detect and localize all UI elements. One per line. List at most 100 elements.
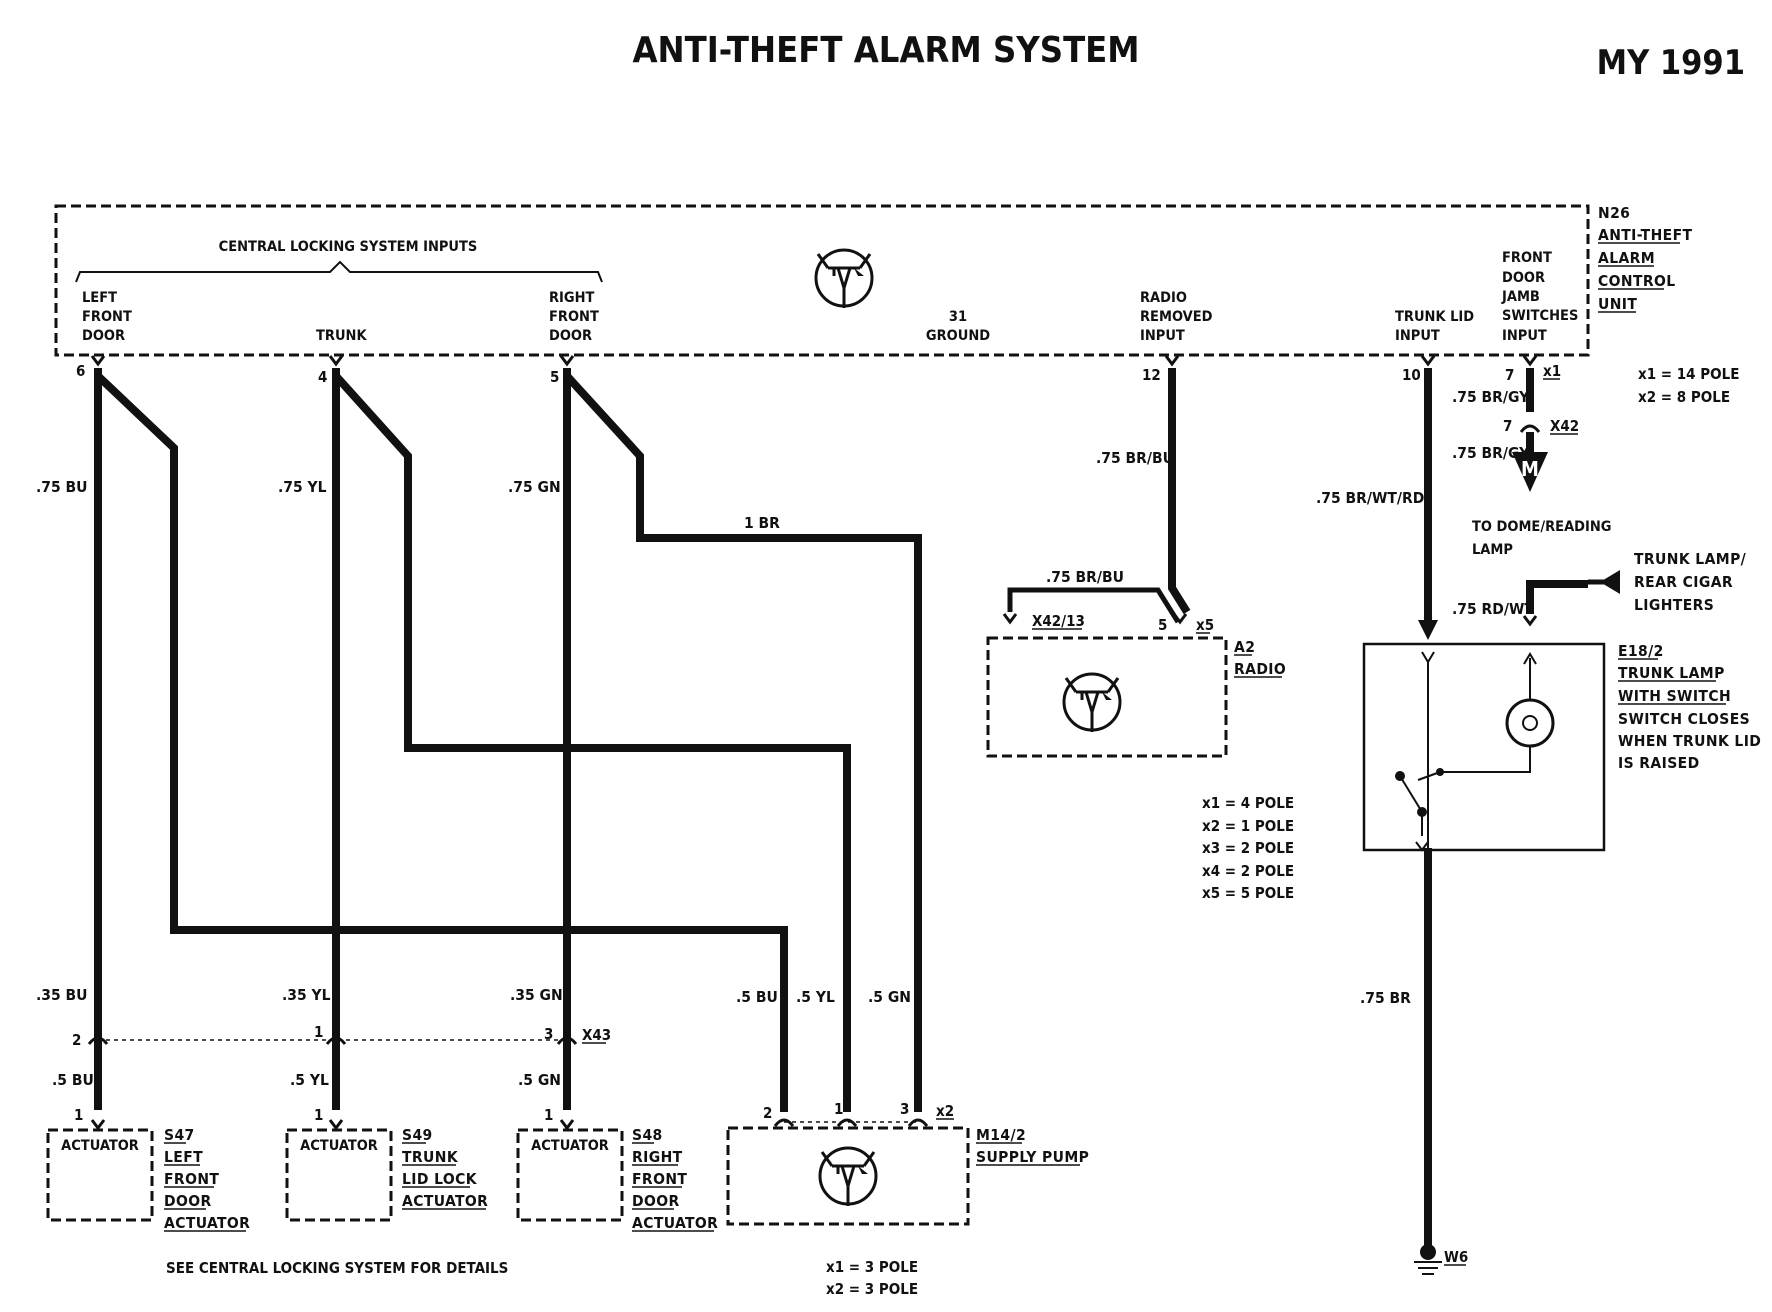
svg-text:UNIT: UNIT <box>1598 295 1637 313</box>
svg-text:REAR CIGAR: REAR CIGAR <box>1634 573 1733 591</box>
svg-text:.75 BR/GY: .75 BR/GY <box>1452 444 1530 462</box>
svg-text:x5: x5 <box>1196 616 1214 634</box>
svg-text:RADIO: RADIO <box>1234 660 1286 678</box>
control-unit-box <box>54 204 1590 357</box>
x42-connector: 7 X42 <box>1503 417 1579 435</box>
svg-text:.75 GN: .75 GN <box>508 478 561 496</box>
svg-text:DOOR: DOOR <box>82 328 125 344</box>
svg-text:10: 10 <box>1402 366 1421 384</box>
svg-text:4: 4 <box>318 368 327 386</box>
svg-text:DOOR: DOOR <box>1502 270 1545 286</box>
svg-text:DOOR: DOOR <box>549 328 592 344</box>
svg-text:x1 = 3 POLE: x1 = 3 POLE <box>826 1258 918 1276</box>
actuator-s48: ACTUATOR 1 S48 RIGHT FRONT DOOR ACTUATOR <box>516 1106 718 1232</box>
svg-text:ACTUATOR: ACTUATOR <box>164 1214 250 1232</box>
svg-text:TRUNK LID: TRUNK LID <box>1395 309 1474 325</box>
svg-text:WITH SWITCH: WITH SWITCH <box>1618 687 1731 705</box>
svg-text:A2: A2 <box>1234 638 1255 656</box>
svg-text:5: 5 <box>1158 616 1167 634</box>
trunk-lid-wiring: M <box>1414 368 1620 1275</box>
wire-right-front-door <box>563 368 922 1112</box>
svg-text:LEFT: LEFT <box>164 1148 203 1166</box>
svg-text:INPUT: INPUT <box>1140 328 1185 344</box>
svg-text:ACTUATOR: ACTUATOR <box>300 1138 378 1154</box>
svg-text:X42: X42 <box>1550 417 1579 435</box>
svg-text:3: 3 <box>900 1100 909 1118</box>
svg-text:.5 BU: .5 BU <box>736 988 778 1006</box>
svg-text:.5 YL: .5 YL <box>290 1071 329 1089</box>
svg-text:LIGHTERS: LIGHTERS <box>1634 596 1714 614</box>
inputs-group-label: CENTRAL LOCKING SYSTEM INPUTS <box>219 239 478 255</box>
svg-text:2: 2 <box>72 1031 81 1049</box>
radio-unit: A2 RADIO <box>986 636 1286 758</box>
svg-text:GROUND: GROUND <box>926 328 990 344</box>
radio-connector-labels: X42/13 5 x5 <box>1032 612 1214 634</box>
input-labels: LEFT FRONT DOOR TRUNK RIGHT FRONT DOOR 3… <box>82 250 1578 344</box>
radio-loop-wire-label: .75 BR/BU <box>1046 568 1124 586</box>
svg-text:REMOVED: REMOVED <box>1140 309 1213 325</box>
wire-left-front-door <box>94 368 788 1112</box>
svg-text:.75 BR/GY: .75 BR/GY <box>1452 388 1530 406</box>
supply-pump: 2 1 3 x2 M14/2 SUPPLY PUMP x1 = 3 POLE x… <box>726 1100 1089 1298</box>
svg-text:FRONT: FRONT <box>549 309 599 325</box>
svg-text:.35 YL: .35 YL <box>282 986 331 1004</box>
svg-text:ACTUATOR: ACTUATOR <box>402 1192 488 1210</box>
svg-text:TRUNK LAMP: TRUNK LAMP <box>1618 664 1725 682</box>
svg-text:LID LOCK: LID LOCK <box>402 1170 478 1188</box>
svg-text:x2 = 8 POLE: x2 = 8 POLE <box>1638 388 1730 406</box>
svg-text:x1: x1 <box>1543 362 1561 380</box>
svg-text:.75 BR: .75 BR <box>1360 989 1411 1007</box>
svg-text:M: M <box>1521 457 1539 481</box>
footer-note: SEE CENTRAL LOCKING SYSTEM FOR DETAILS <box>166 1259 508 1277</box>
svg-text:FRONT: FRONT <box>1502 250 1552 266</box>
radio-wiring <box>1002 368 1191 624</box>
x43-labels: 2 1 3 X43 <box>72 1023 611 1049</box>
svg-text:.75 YL: .75 YL <box>278 478 327 496</box>
lower-wire-labels: .35 BU .35 YL .35 GN .5 BU .5 YL .5 GN .… <box>36 986 911 1089</box>
svg-text:M14/2: M14/2 <box>976 1126 1026 1144</box>
svg-text:x4 = 2 POLE: x4 = 2 POLE <box>1202 862 1294 880</box>
svg-text:1: 1 <box>544 1106 553 1124</box>
wire-trunk <box>332 368 851 1112</box>
svg-text:7: 7 <box>1503 417 1512 435</box>
svg-text:ACTUATOR: ACTUATOR <box>531 1138 609 1154</box>
svg-text:x1 = 4 POLE: x1 = 4 POLE <box>1202 794 1294 812</box>
svg-text:x1 = 14 POLE: x1 = 14 POLE <box>1638 365 1739 383</box>
svg-text:.5 GN: .5 GN <box>868 988 911 1006</box>
trunk-lamp-lighters-label: TRUNK LAMP/ REAR CIGAR LIGHTERS <box>1634 550 1747 614</box>
svg-text:RIGHT: RIGHT <box>632 1148 683 1166</box>
control-unit-ref: N26 <box>1598 204 1630 222</box>
svg-text:SWITCH CLOSES: SWITCH CLOSES <box>1618 710 1750 728</box>
svg-text:x2 = 3 POLE: x2 = 3 POLE <box>826 1280 918 1298</box>
svg-text:1: 1 <box>314 1023 323 1041</box>
svg-text:x2: x2 <box>936 1102 954 1120</box>
svg-text:S47: S47 <box>164 1126 195 1144</box>
svg-text:X42/13: X42/13 <box>1032 612 1085 630</box>
radio-pole-notes: x1 = 4 POLE x2 = 1 POLE x3 = 2 POLE x4 =… <box>1202 794 1294 902</box>
ground-w6-label: W6 <box>1444 1248 1468 1266</box>
svg-text:1: 1 <box>74 1106 83 1124</box>
svg-text:S49: S49 <box>402 1126 433 1144</box>
inputs-group-brace <box>75 260 603 283</box>
svg-text:SUPPLY PUMP: SUPPLY PUMP <box>976 1148 1089 1166</box>
svg-text:TRUNK LAMP/: TRUNK LAMP/ <box>1634 550 1747 568</box>
control-unit-name: ANTI-THEFT ALARM CONTROL UNIT <box>1598 226 1692 313</box>
svg-text:SWITCHES: SWITCHES <box>1502 308 1578 324</box>
svg-text:LEFT: LEFT <box>82 290 117 306</box>
svg-text:DOOR: DOOR <box>632 1192 680 1210</box>
svg-text:E18/2: E18/2 <box>1618 642 1664 660</box>
svg-text:TO DOME/READING: TO DOME/READING <box>1472 519 1611 535</box>
svg-text:6: 6 <box>76 362 85 380</box>
svg-text:ALARM: ALARM <box>1598 249 1655 267</box>
svg-text:X43: X43 <box>582 1026 611 1044</box>
svg-text:31: 31 <box>949 309 967 325</box>
svg-text:TRUNK: TRUNK <box>316 328 367 344</box>
svg-text:FRONT: FRONT <box>632 1170 687 1188</box>
svg-text:FRONT: FRONT <box>82 309 132 325</box>
svg-text:TRUNK: TRUNK <box>402 1148 459 1166</box>
trunk-lamp-labels: E18/2 TRUNK LAMP WITH SWITCH SWITCH CLOS… <box>1618 642 1761 772</box>
svg-text:IS RAISED: IS RAISED <box>1618 754 1700 772</box>
ecu-fork-pins <box>90 354 1538 366</box>
svg-text:CONTROL: CONTROL <box>1598 272 1676 290</box>
